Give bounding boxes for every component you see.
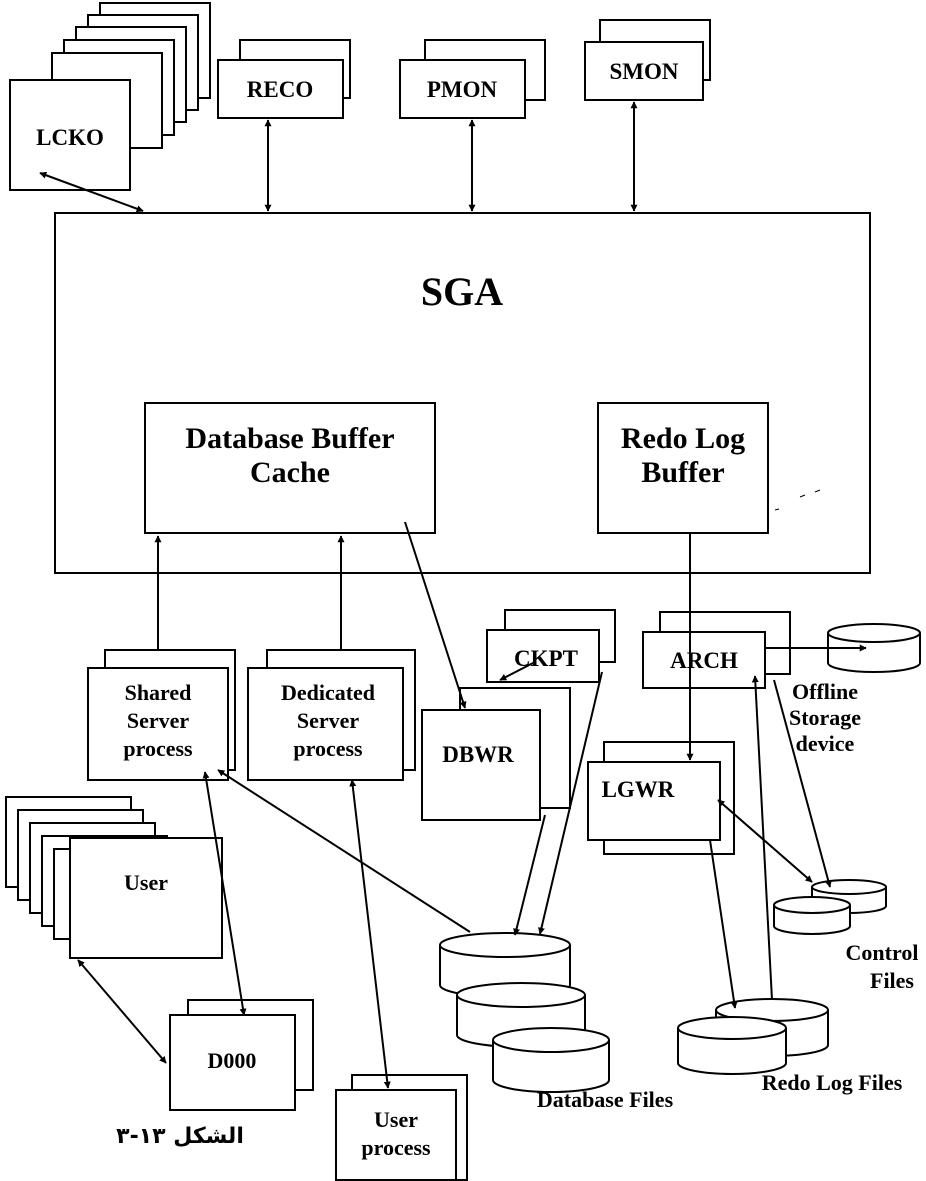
redo-log-buffer-box: Redo Log Buffer	[597, 402, 769, 534]
user-label: User	[124, 870, 168, 895]
dedicated-server-label-3: process	[293, 736, 363, 761]
dedicated-server-process-box: Dedicated Server process	[247, 649, 416, 781]
shared-server-label-3: process	[123, 736, 193, 761]
sga-title: SGA	[421, 269, 503, 314]
control-files-label-1: Control	[846, 940, 919, 965]
user-process-label-1: User	[374, 1107, 418, 1132]
dbwr-process-box: DBWR	[421, 687, 571, 821]
shared-server-label-1: Shared	[125, 680, 192, 705]
lcko-label: LCKO	[36, 125, 104, 150]
redo-log-files-cylinders	[677, 998, 829, 1075]
shared-server-process-box: Shared Server process	[87, 649, 236, 781]
lcko-sga-arrow	[39, 171, 144, 213]
database-files-to-shared-server-arrow	[217, 769, 471, 933]
offline-storage-label-2: Storage	[789, 705, 861, 730]
smon-process-box: SMON	[584, 19, 711, 101]
redo-files-to-arch-arrow	[751, 675, 773, 1001]
figure-caption: الشكل ١٣-٣	[116, 1124, 244, 1149]
lcko-process-stack: LCKO	[9, 2, 211, 191]
lgwr-process-box: LGWR	[587, 741, 735, 855]
db-buffer-cache-label-2: Cache	[250, 456, 330, 489]
arch-to-control-files-arrow	[773, 679, 832, 888]
dbwr-to-database-files-arrow	[513, 814, 546, 936]
smon-label: SMON	[610, 59, 679, 84]
arch-process-box: ARCH	[642, 611, 791, 689]
db-buffer-cache-label-1: Database Buffer	[185, 422, 394, 455]
offline-storage-label-1: Offline	[792, 679, 858, 704]
user-process-label-2: process	[361, 1135, 431, 1160]
redo-log-files-label: Redo Log Files	[762, 1070, 903, 1095]
control-files-label-2: Files	[870, 968, 914, 993]
lgwr-control-files-arrow	[717, 799, 813, 883]
dedicated-server-label-2: Server	[297, 708, 360, 733]
pmon-process-box: PMON	[399, 39, 546, 119]
database-buffer-cache-box: Database Buffer Cache	[144, 402, 436, 534]
scan-marks	[774, 489, 821, 511]
reco-label: RECO	[247, 77, 313, 102]
offline-storage-label-3: device	[796, 731, 855, 756]
redo-log-buffer-label-1: Redo Log	[621, 422, 745, 455]
dbwr-label: DBWR	[442, 742, 514, 767]
dedicated-server-label-1: Dedicated	[281, 680, 375, 705]
database-files-label: Database Files	[537, 1087, 674, 1112]
d000-process-box: D000	[169, 999, 314, 1111]
ckpt-to-dbwr-arrow	[499, 661, 536, 681]
connectors	[39, 101, 867, 1089]
database-files-cylinders	[439, 932, 610, 1093]
dedicated-server-user-process-arrow	[349, 779, 391, 1089]
lgwr-to-redo-files-arrow	[709, 839, 738, 1009]
offline-storage-cylinder	[827, 623, 921, 673]
arch-label: ARCH	[670, 648, 738, 673]
reco-process-box: RECO	[217, 39, 351, 119]
user-d000-arrow	[77, 959, 167, 1064]
lgwr-label: LGWR	[602, 777, 675, 802]
user-process-stack: User	[5, 796, 223, 959]
d000-label: D000	[208, 1048, 257, 1073]
ckpt-process-box: CKPT	[486, 609, 616, 683]
shared-server-label-2: Server	[127, 708, 190, 733]
ckpt-to-database-files-arrow	[538, 671, 603, 935]
redo-log-buffer-label-2: Buffer	[641, 456, 724, 489]
control-files-cylinders	[773, 879, 887, 935]
pmon-label: PMON	[427, 77, 498, 102]
shared-server-d000-arrow	[202, 771, 247, 1016]
user-process-box: User process	[335, 1074, 468, 1181]
buffer-to-dbwr-arrow	[404, 521, 467, 709]
